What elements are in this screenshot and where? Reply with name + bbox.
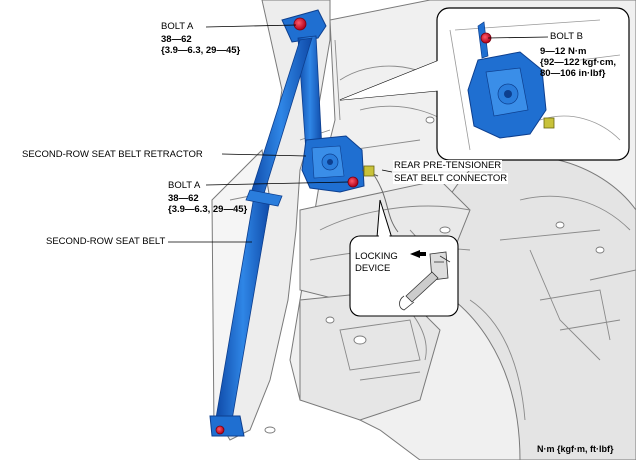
bolt-b-inset [339, 7, 630, 161]
units-note: N·m {kgf·m, ft·lbf} [537, 444, 614, 454]
bolt-b-torque-kgf: {92—122 kgf·cm, [540, 57, 617, 68]
bolt-b-torque-inlbf: 80—106 in·lbf} [540, 68, 606, 79]
bolt-b-label: BOLT B [550, 31, 583, 42]
belt-guide [245, 189, 283, 207]
seat-belt-label: SECOND-ROW SEAT BELT [46, 236, 166, 247]
locking-device-inset [349, 199, 459, 317]
bolt-a-top-label: BOLT A [161, 21, 194, 32]
bolt-a-top-torque-nm: 38—62 [161, 34, 192, 45]
retractor-label: SECOND-ROW SEAT BELT RETRACTOR [22, 149, 203, 160]
locking-device-label-line2: DEVICE [355, 263, 391, 274]
bolt-a-mid-torque-nm: 38—62 [168, 193, 199, 204]
connector-label-line1: REAR PRE-TENSIONER [393, 160, 503, 171]
bolt-b-torque-nm: 9—12 N·m [540, 46, 587, 57]
bolt-a-top-torque-alt: {3.9—6.3, 29—45} [161, 45, 241, 56]
pretensioner-connector [361, 165, 399, 233]
leader-lines [168, 24, 549, 243]
lower-anchor [209, 415, 245, 437]
bolt-a-mid [347, 176, 359, 188]
bolt-lower [215, 425, 225, 435]
second-row-seat-belt [209, 9, 365, 437]
bolt-a-mid-label: BOLT A [168, 180, 201, 191]
locking-device-label-line1: LOCKING [355, 251, 398, 262]
connector-label-line2: SEAT BELT CONNECTOR [393, 173, 509, 184]
bolt-a-top [293, 17, 307, 31]
unlock-arrow-icon [410, 250, 426, 258]
bolt-a-mid-torque-alt: {3.9—6.3, 29—45} [168, 204, 248, 215]
